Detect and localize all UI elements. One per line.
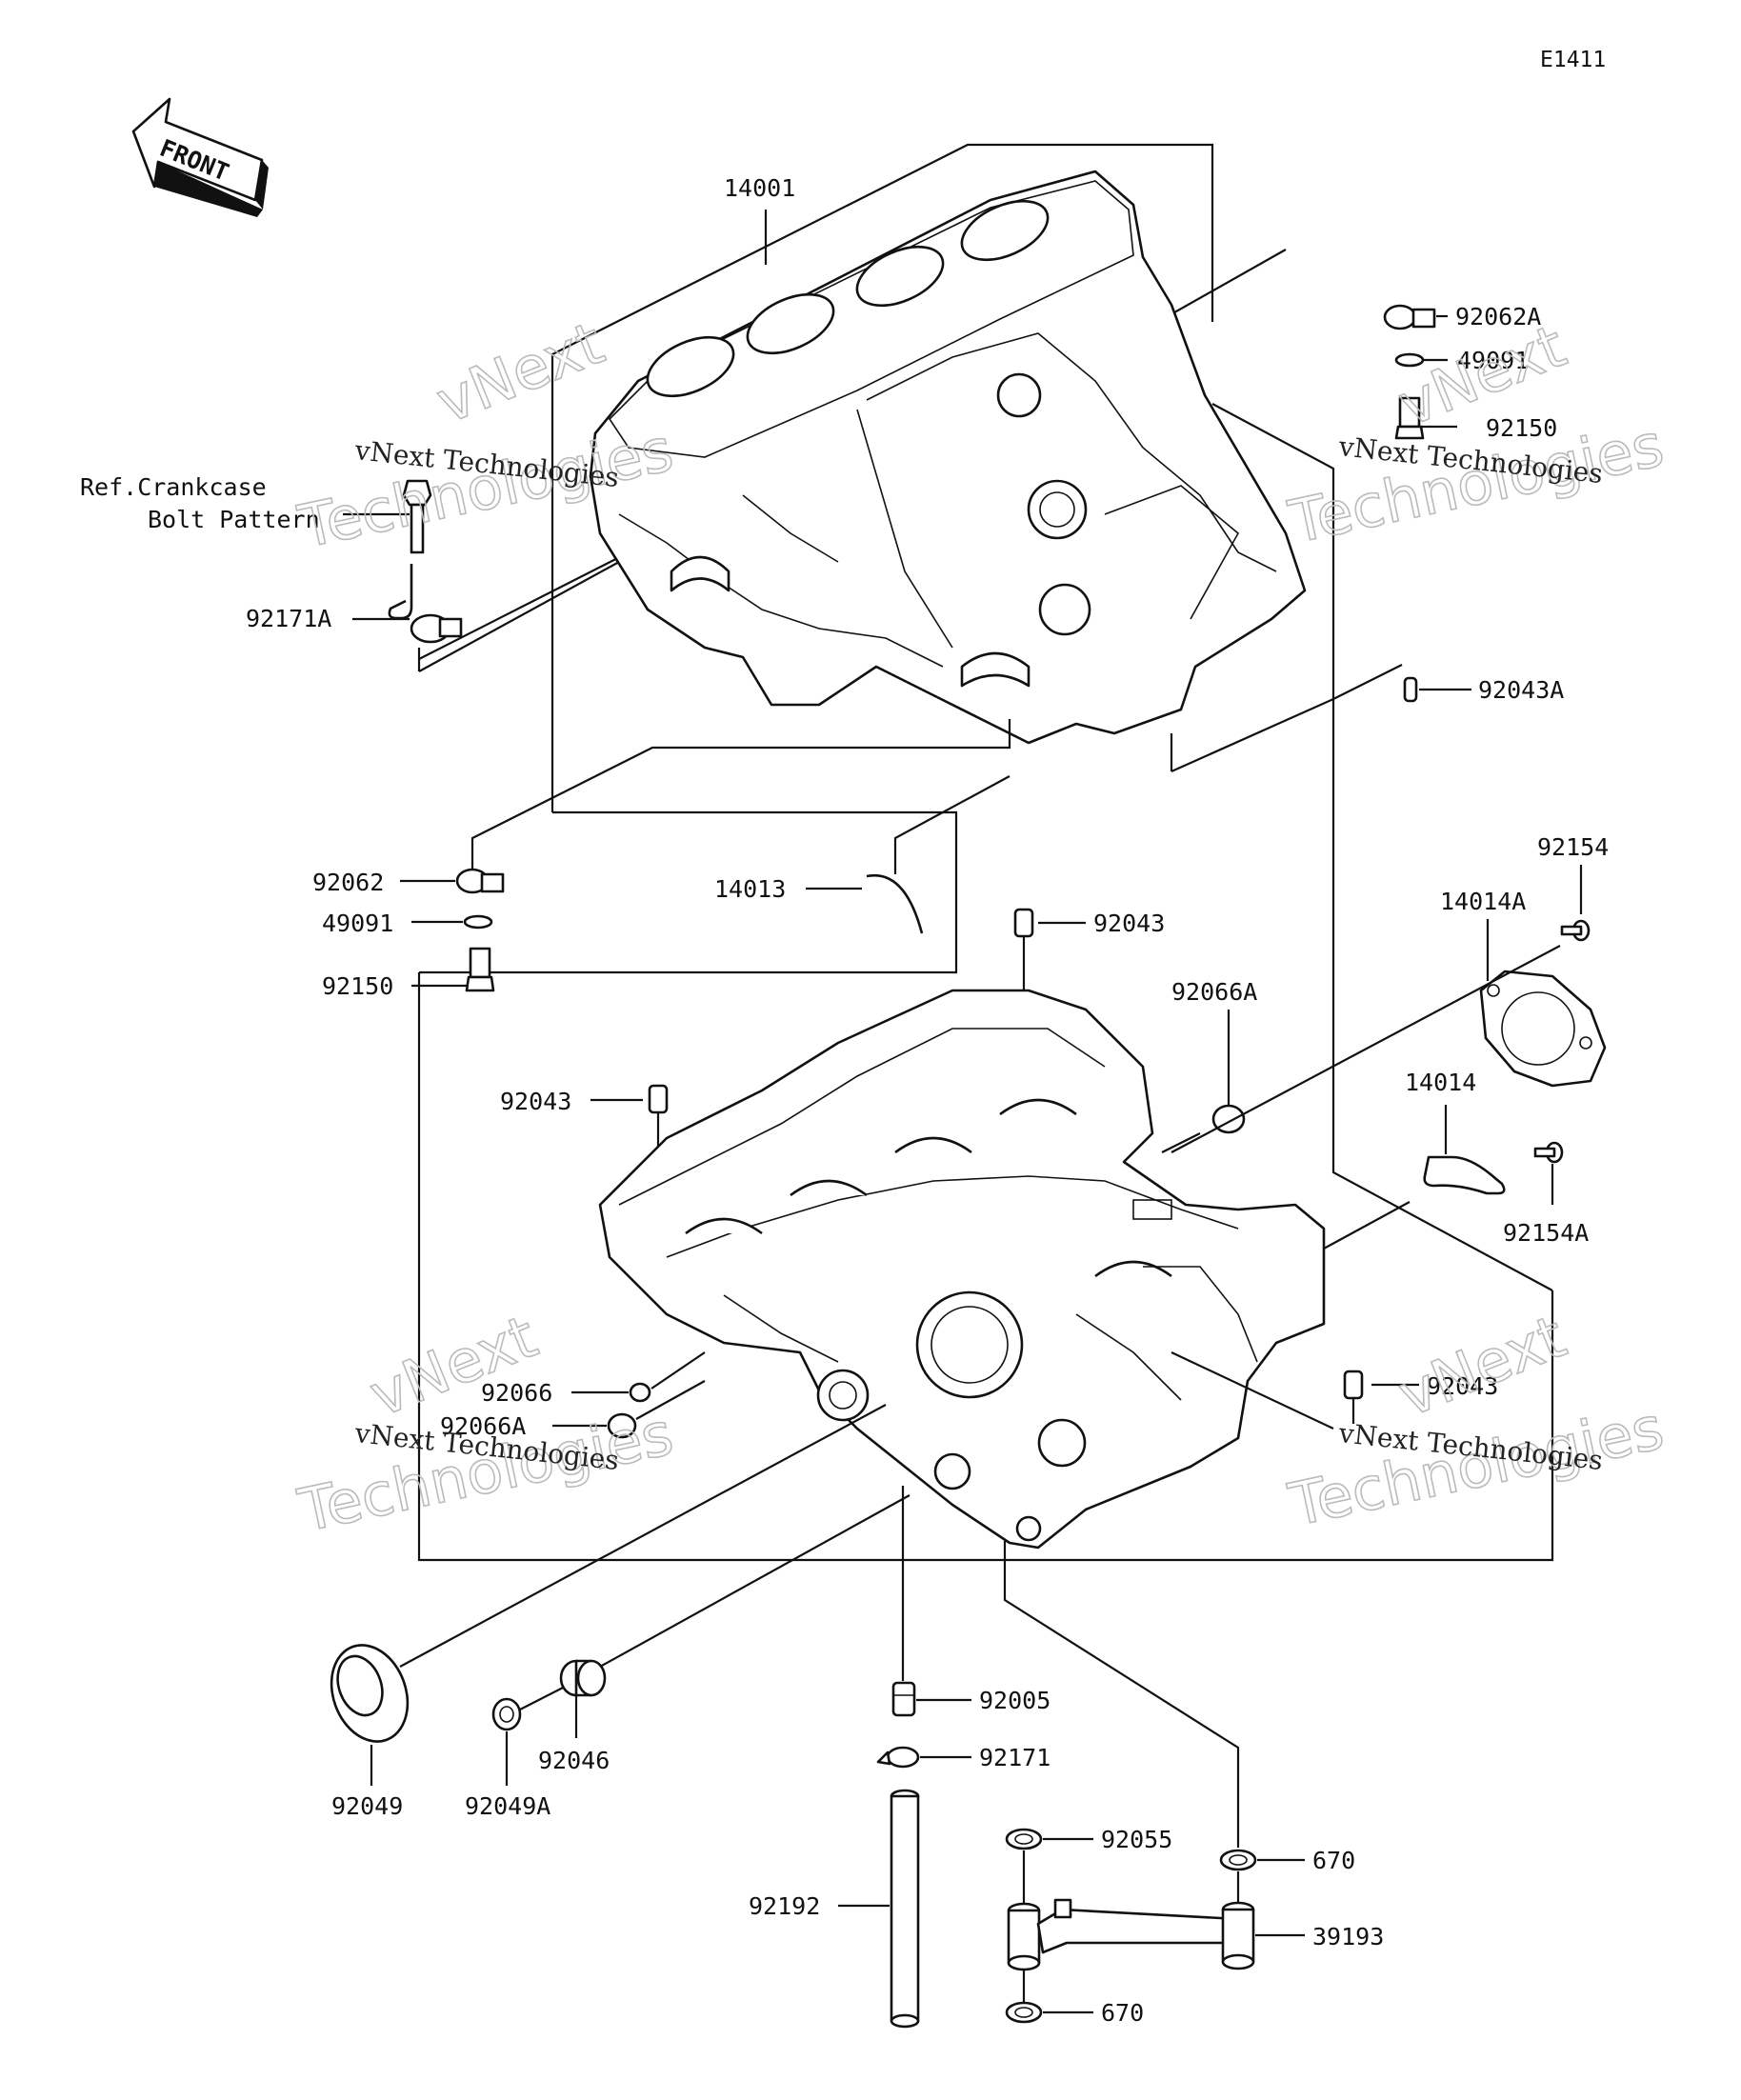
label-92154: 92154 (1537, 833, 1609, 861)
svg-text:vNext: vNext (1389, 1301, 1574, 1430)
label-14014A: 14014A (1440, 888, 1526, 915)
label-92062A: 92062A (1455, 303, 1541, 330)
label-92192: 92192 (749, 1892, 820, 1920)
upper-group-lines (417, 143, 1554, 1562)
plug-92066 (629, 1382, 651, 1403)
dowel-92043-top (1013, 908, 1034, 938)
front-arrow-icon: FRONT (131, 97, 269, 217)
half-ring-14013 (866, 873, 924, 934)
upper-crankcase (589, 170, 1307, 745)
dowel-92043-left (648, 1084, 669, 1114)
label-14014: 14014 (1405, 1069, 1476, 1096)
watermark-bottom-right: vNext Technologies vNext Technologies (1282, 1301, 1670, 1541)
bolt-part (402, 479, 432, 554)
clamp-92171 (876, 1746, 920, 1769)
label-92150: 92150 (322, 972, 393, 1000)
label-14001: 14001 (724, 174, 795, 202)
pipe-92192 (890, 1789, 920, 2029)
reference-note-line2: Bolt Pattern (148, 506, 320, 533)
label-92055: 92055 (1101, 1826, 1172, 1853)
bearing-92046 (559, 1659, 607, 1697)
dowel-92043A (1403, 676, 1418, 703)
oring-670-bottom (1005, 2001, 1043, 2024)
reference-note-line1: Ref.Crankcase (80, 473, 267, 501)
bolt-92154A (1533, 1141, 1564, 1164)
bracket-14014 (1423, 1155, 1506, 1195)
label-92066A: 92066A (440, 1412, 526, 1440)
seal-92049A (491, 1697, 522, 1731)
label-670-a: 670 (1312, 1847, 1355, 1874)
label-92150-top: 92150 (1486, 414, 1557, 442)
svg-text:vNext: vNext (360, 1301, 546, 1430)
label-92062: 92062 (312, 869, 384, 896)
label-49091-top: 49091 (1457, 347, 1529, 374)
pipe-assy-39193 (1007, 1898, 1255, 1971)
label-670-b: 670 (1101, 1999, 1144, 2027)
fitting-92005 (891, 1681, 916, 1717)
label-92049A: 92049A (465, 1792, 550, 1820)
oring-670-top (1219, 1849, 1257, 1871)
watermark-top-right: vNext Technologies vNext Technologies (1282, 310, 1670, 558)
svg-text:Technologies: Technologies (1283, 1392, 1670, 1539)
label-92154A: 92154A (1503, 1219, 1589, 1247)
label-14013: 14013 (714, 875, 786, 903)
lower-crankcase (598, 989, 1326, 1550)
reference-note: Ref.Crankcase Bolt Pattern (80, 473, 410, 533)
fitting-92062A (1383, 304, 1436, 440)
label-92043-a: 92043 (1093, 910, 1165, 937)
label-92043A: 92043A (1478, 676, 1564, 704)
label-39193: 39193 (1312, 1923, 1384, 1950)
label-92171A: 92171A (246, 605, 331, 632)
fitting-92062 (455, 868, 505, 992)
oring-92055 (1005, 1828, 1043, 1850)
cover-plate-14014A (1479, 970, 1607, 1088)
diagram-code: E1411 (1540, 48, 1606, 72)
label-49091: 49091 (322, 910, 393, 937)
label-92046: 92046 (538, 1747, 610, 1774)
plug-92066A (607, 1412, 637, 1439)
label-92049: 92049 (331, 1792, 403, 1820)
svg-text:vNext: vNext (427, 308, 612, 437)
label-92066: 92066 (481, 1379, 552, 1407)
label-92005: 92005 (979, 1687, 1051, 1714)
bolt-92154 (1560, 919, 1591, 942)
label-92066A-top: 92066A (1171, 978, 1257, 1006)
label-92043-b: 92043 (500, 1088, 571, 1115)
label-92171: 92171 (979, 1744, 1051, 1771)
seal-92049 (330, 1644, 410, 1743)
dowel-92043-right (1343, 1370, 1364, 1400)
clamp-92171A (388, 561, 620, 672)
label-92043-c: 92043 (1427, 1372, 1498, 1400)
